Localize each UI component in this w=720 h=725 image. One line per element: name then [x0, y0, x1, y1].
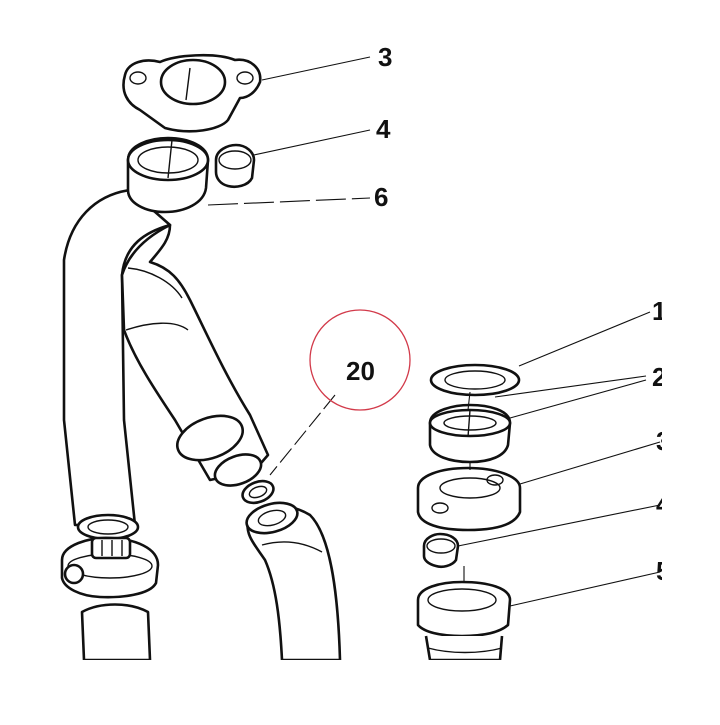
callout-3-top: 3	[378, 42, 392, 72]
lower-left-pipe	[80, 603, 152, 662]
callout-6: 6	[374, 182, 388, 212]
branch-pipe	[120, 223, 275, 505]
callout-4: 4	[376, 114, 391, 144]
hose-clamp	[60, 536, 160, 599]
top-seal-ring	[126, 136, 210, 214]
highlight-circle	[309, 309, 411, 411]
left-coolant-hose	[62, 188, 172, 541]
top-crop-mask	[0, 0, 720, 46]
bottom-crop-mask	[0, 660, 720, 720]
leader-lines	[207, 56, 661, 607]
small-plug	[214, 143, 256, 189]
callout-20: 20	[346, 356, 375, 386]
right-parts-stack	[416, 363, 522, 662]
lower-hose	[245, 501, 342, 662]
right-crop-mask	[662, 280, 720, 600]
top-flange	[122, 53, 262, 133]
